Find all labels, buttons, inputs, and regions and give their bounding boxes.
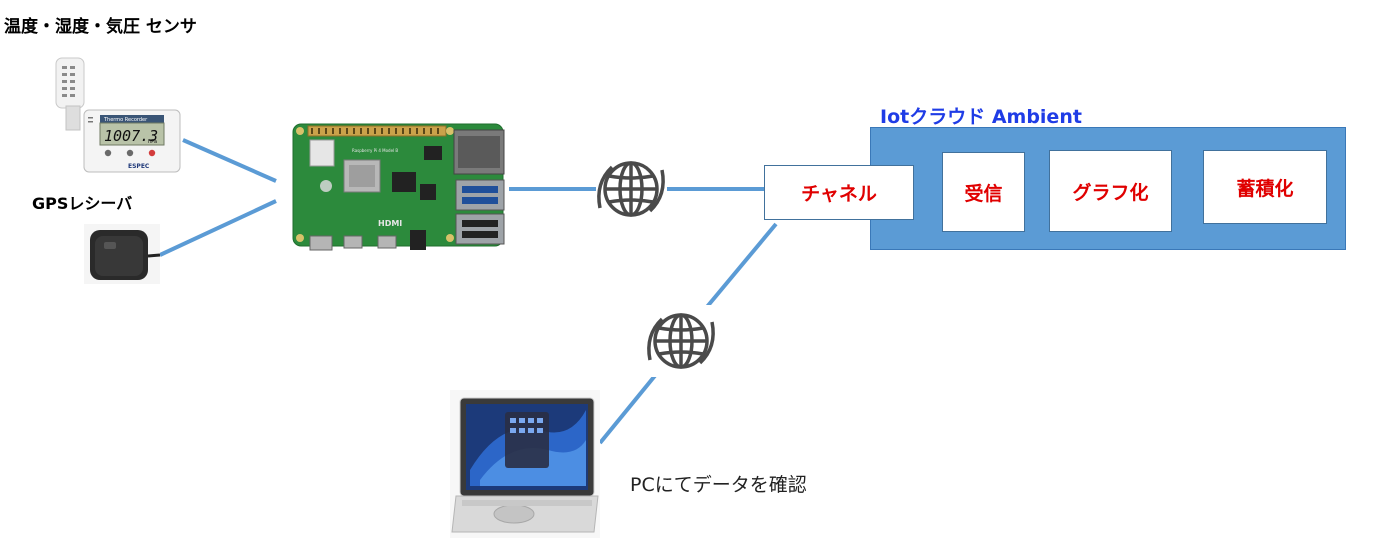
- channel-label: チャネル: [801, 183, 877, 205]
- gps-receiver-title: GPSレシーバ: [32, 194, 133, 213]
- internet-globe-icon: [646, 305, 716, 377]
- sensor-brand: Thermo Recorder: [103, 117, 148, 123]
- graph-label: グラフ化: [1072, 181, 1149, 204]
- connector-channel-to-globe2: [704, 222, 778, 310]
- connector-gps-to-pi: [159, 199, 277, 257]
- connector-globe2-to-pc: [598, 370, 660, 445]
- board-hdmi-label: HDMI: [378, 219, 402, 228]
- sensor-reading: 1007.3: [104, 127, 158, 145]
- graph-box: グラフ化: [1049, 150, 1172, 232]
- board-model-label: Raspberry Pi 4 Model B: [352, 148, 398, 153]
- pc-caption: PCにてデータを確認: [630, 474, 807, 496]
- channel-box: チャネル: [764, 165, 914, 220]
- receive-label: 受信: [964, 182, 1003, 205]
- sensor-unit: hPa: [148, 139, 157, 145]
- sensor-title: 温度・湿度・気圧 センサ: [4, 17, 197, 37]
- sensor-maker: ESPEC: [128, 163, 150, 170]
- receive-box: 受信: [942, 152, 1025, 232]
- thermo-recorder-sensor: Thermo Recorder 1007.3 hPa ESPEC: [55, 57, 181, 173]
- storage-label: 蓄積化: [1236, 177, 1294, 200]
- internet-globe-icon: [596, 153, 666, 225]
- raspberry-pi-board: HDMI Raspberry Pi 4 Model B: [292, 123, 505, 251]
- storage-box: 蓄積化: [1203, 150, 1327, 224]
- laptop-pc: [450, 390, 600, 538]
- gps-receiver-device: [84, 224, 161, 284]
- cloud-title: Iotクラウド Ambient: [880, 106, 1082, 128]
- connector-sensor-to-pi: [182, 138, 277, 183]
